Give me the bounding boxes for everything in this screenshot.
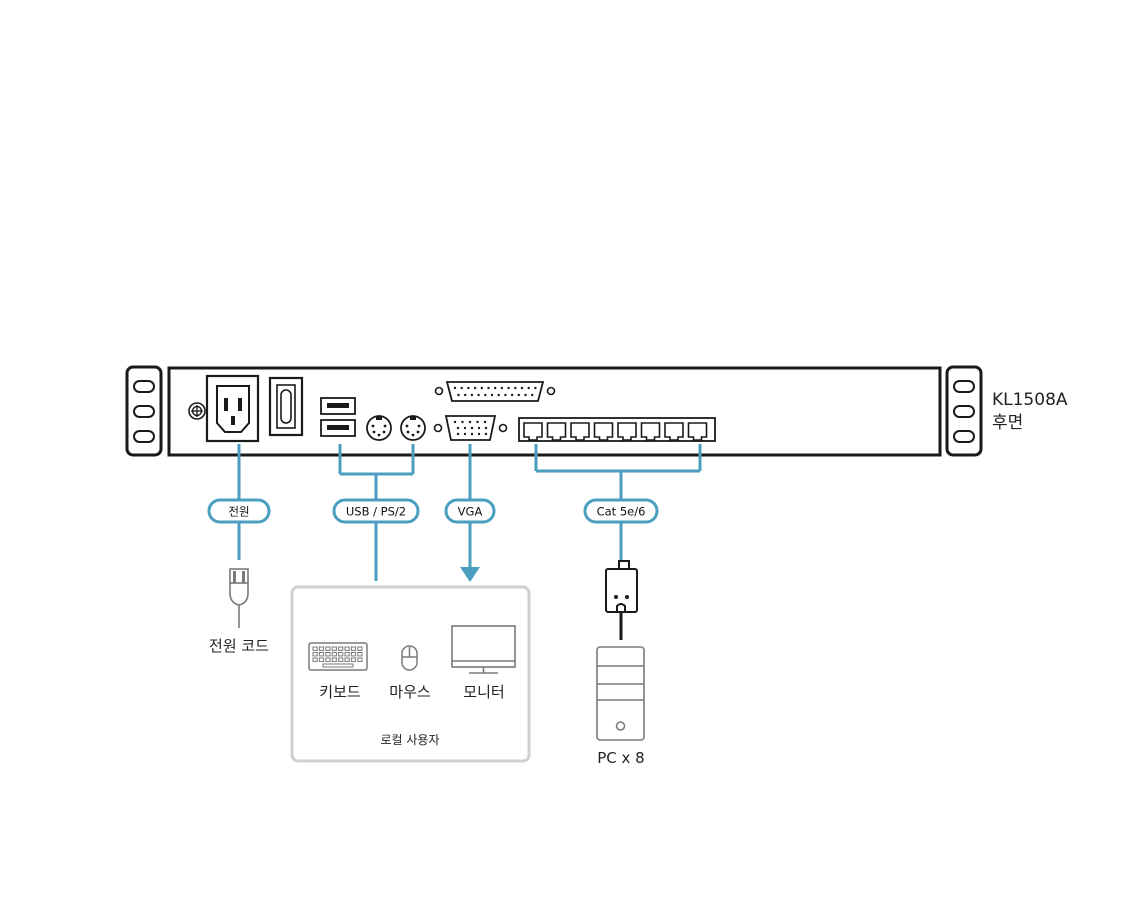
pill-vga-label: VGA [458, 505, 483, 519]
rj45-plug-icon [605, 560, 638, 640]
rack-ear-right [945, 365, 983, 457]
power-switch [268, 376, 304, 437]
model-name: KL1508A [992, 390, 1068, 410]
monitor-icon [451, 625, 516, 674]
vga-arrow-icon [460, 567, 480, 582]
rack-ear-left [125, 365, 163, 457]
ground-screw-icon [188, 402, 206, 420]
mouse-label: 마우스 [389, 683, 431, 701]
monitor-label: 모니터 [463, 683, 504, 701]
pill-vga: VGA [444, 498, 496, 524]
power-cord-label: 전원 코드 [209, 637, 269, 655]
power-inlet-port [205, 374, 260, 443]
vga-port [433, 415, 508, 441]
pill-usb-ps2: USB / PS/2 [332, 498, 420, 524]
pill-power-label: 전원 [228, 505, 249, 519]
rj45-ports [518, 417, 716, 442]
ps2-port-mouse [400, 415, 426, 441]
usb-ports [320, 397, 356, 437]
local-user-label: 로컬 사용자 [380, 733, 439, 747]
pill-power: 전원 [207, 498, 271, 524]
mouse-icon [401, 645, 418, 671]
connection-lines [237, 444, 702, 581]
power-plug-icon [229, 568, 249, 628]
pc-label: PC x 8 [597, 749, 644, 767]
db25-port [434, 381, 556, 402]
local-user-box [290, 585, 531, 763]
ps2-port-keyboard [366, 415, 392, 441]
pill-usb-ps2-label: USB / PS/2 [346, 505, 406, 519]
pc-tower-icon [596, 646, 645, 741]
pill-cat: Cat 5e/6 [583, 498, 659, 524]
view-label: 후면 [992, 413, 1023, 433]
pill-cat-label: Cat 5e/6 [597, 505, 646, 519]
db25-pins [453, 386, 537, 397]
keyboard-icon [308, 642, 368, 671]
keyboard-label: 키보드 [319, 683, 361, 701]
